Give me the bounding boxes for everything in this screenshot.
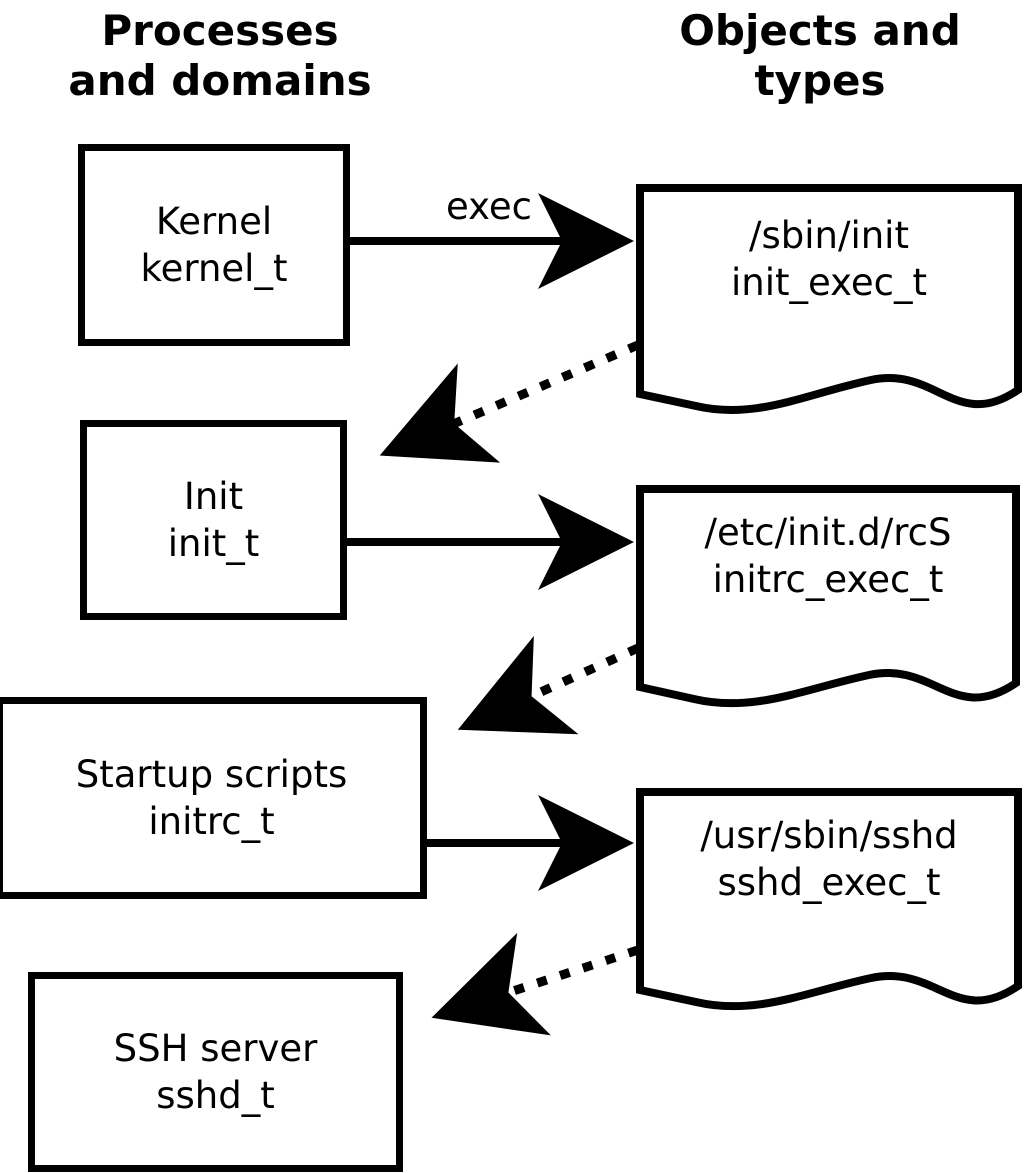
edge-init-exec-to-init — [379, 340, 640, 463]
process-name-ssh-server: SSH server — [113, 1027, 318, 1070]
edge-sshd-exec-to-sshd — [431, 932, 640, 1036]
object-doc-sshd-exec[interactable]: /usr/sbin/sshd sshd_exec_t — [636, 788, 1022, 1020]
process-name-startup-scripts: Startup scripts — [75, 753, 348, 796]
document-shape-icon — [636, 184, 1022, 415]
process-box-ssh-server[interactable]: SSH server sshd_t — [28, 972, 403, 1172]
object-doc-init-exec[interactable]: /sbin/init init_exec_t — [636, 184, 1022, 424]
document-shape-icon — [636, 788, 1022, 1011]
process-type-init: init_t — [167, 522, 260, 565]
process-box-kernel[interactable]: Kernel kernel_t — [78, 144, 350, 346]
process-type-kernel: kernel_t — [140, 247, 288, 290]
edge-initrc-exec-to-initrc — [457, 635, 640, 735]
edge-label-exec: exec — [446, 185, 532, 228]
document-shape-icon — [636, 485, 1020, 708]
column-heading-objects: Objects and types — [679, 6, 961, 105]
column-heading-processes: Processes and domains — [68, 6, 372, 105]
process-box-startup-scripts[interactable]: Startup scripts initrc_t — [0, 697, 427, 899]
process-type-ssh-server: sshd_t — [156, 1074, 275, 1117]
process-name-init: Init — [183, 475, 244, 518]
process-name-kernel: Kernel — [155, 200, 273, 243]
process-type-startup-scripts: initrc_t — [148, 800, 275, 843]
object-doc-initrc-exec[interactable]: /etc/init.d/rcS initrc_exec_t — [636, 485, 1020, 717]
process-box-init[interactable]: Init init_t — [80, 420, 347, 620]
